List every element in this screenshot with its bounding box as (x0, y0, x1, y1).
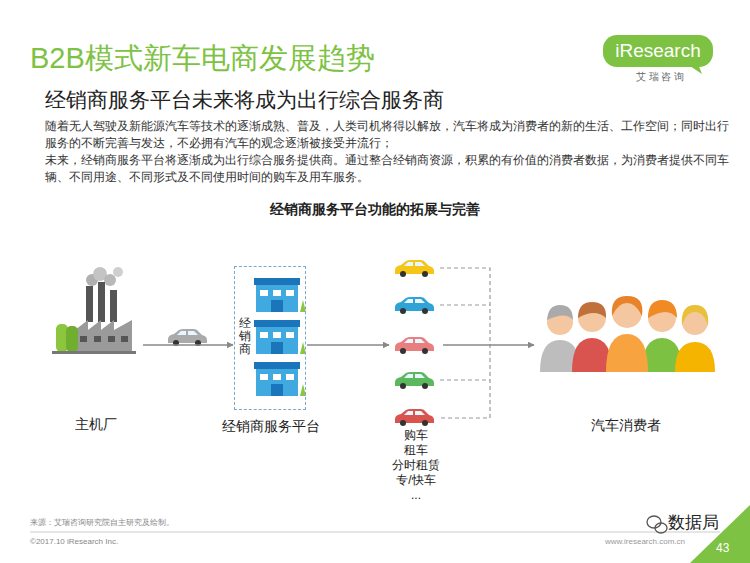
people-icon (547, 305, 573, 320)
dealer-building (254, 362, 306, 396)
watermark-icon (647, 516, 661, 528)
flow-arrow (143, 344, 233, 346)
factory-icon (66, 326, 78, 352)
slide-title: B2B模式新车电商发展趋势 (30, 40, 590, 78)
people-icon (572, 338, 612, 372)
consumer-group: 汽车消费者 (535, 292, 717, 374)
subtitle: 经销商服务平台未来将成为出行综合服务商 (45, 86, 715, 113)
logo-subtext: 艾 瑞 咨 询 (608, 70, 712, 83)
factory-icon (121, 336, 128, 342)
dashed-bracket (440, 268, 490, 418)
people-icon (648, 300, 677, 318)
car-icon (395, 372, 434, 389)
dashed-bracket (440, 304, 490, 305)
people-icon (578, 302, 606, 318)
factory-icon (94, 336, 101, 342)
flow-arrow (307, 344, 389, 346)
dashed-bracket (440, 268, 490, 418)
vertical-label: 经销商 (239, 317, 251, 357)
factory-icon (110, 290, 117, 322)
copyright: ©2017.10 iResearch Inc. (30, 537, 230, 547)
dealer-platform-box: 经销商经销商服务平台 (234, 266, 306, 410)
diagram-heading: 经销商服务平台功能的拓展与完善 (175, 200, 575, 218)
factory-icon (104, 274, 116, 286)
car-icon (395, 409, 434, 426)
dealer-building (254, 278, 306, 312)
page-number: 43 (716, 541, 740, 557)
logo-bubble (603, 35, 713, 74)
node-label: 主机厂 (36, 415, 156, 433)
car-icon (395, 337, 434, 354)
watermark-icon (655, 523, 667, 533)
source-note: 来源：艾瑞咨询研究院自主研究及绘制。 (30, 518, 430, 528)
logo-bubble (690, 64, 702, 74)
factory-icon (108, 336, 115, 342)
body-paragraph: 未来，经销商服务平台将逐渐成为出行综合服务提供商。通过整合经销商资源，积累的有价… (45, 152, 735, 186)
people-icon (540, 296, 715, 372)
people-icon (606, 334, 648, 372)
factory-icon (98, 282, 105, 322)
people-icon (675, 342, 715, 372)
factory-icon (113, 267, 123, 277)
footer-rule (30, 532, 720, 533)
factory-icon (52, 267, 136, 354)
factory-icon (75, 320, 132, 352)
logo-bubble (603, 35, 713, 67)
people-icon (682, 305, 708, 326)
car-group: 购车 租车 分时租赁 专/快车 ... (390, 258, 442, 426)
car-icon (168, 329, 207, 346)
watermark: 数据局 (668, 512, 728, 534)
car-icon (395, 297, 434, 314)
factory-icon (86, 286, 93, 322)
dashed-bracket (440, 379, 490, 380)
dealer-building (254, 320, 306, 354)
factory-icon (52, 351, 136, 354)
watermark-icon (647, 516, 667, 533)
website-url: www.iresearch.com.cn (560, 537, 685, 547)
logo-text: iResearch (603, 39, 713, 64)
factory-node: 主机厂 (50, 265, 142, 357)
flow-arrow (443, 344, 534, 346)
service-list: 购车 租车 分时租赁 专/快车 ... (356, 428, 476, 503)
people-icon (612, 296, 643, 316)
factory-icon (80, 336, 87, 342)
body-paragraph: 随着无人驾驶及新能源汽车等技术的逐渐成熟、普及，人类司机将得以解放，汽车将成为消… (45, 118, 735, 152)
node-label: 汽车消费者 (571, 416, 681, 434)
car-icon (395, 260, 434, 277)
node-label: 经销商服务平台 (196, 417, 346, 435)
